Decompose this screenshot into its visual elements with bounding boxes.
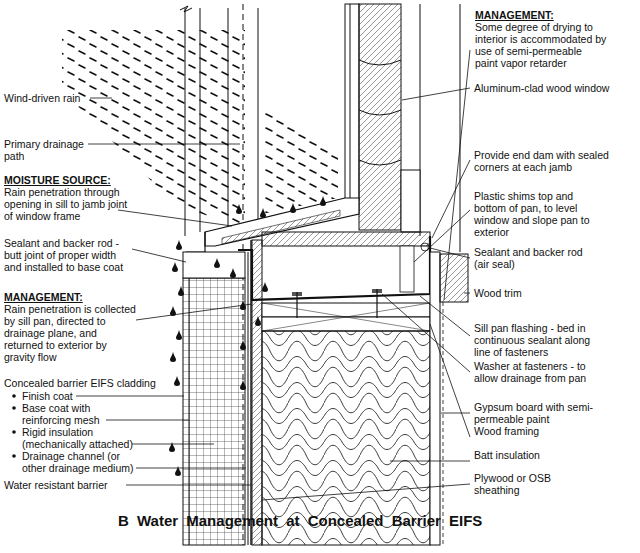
bullet xyxy=(12,406,16,410)
callout-label: Batt insulation xyxy=(474,449,624,461)
callout-label: Gypsum board with semi-permeable paint xyxy=(474,401,594,425)
callout-label: Finish coat xyxy=(22,390,132,402)
bullet xyxy=(12,430,16,434)
callout-label: Rain penetration is collected by sill pa… xyxy=(4,303,136,363)
callout-label: Plastic shims top and bottom of pan, to … xyxy=(474,190,602,238)
callout-label: Wood trim xyxy=(474,287,624,299)
callout-label: Wind-driven rain xyxy=(4,92,124,104)
callout-label: Washer at fasteners - to allow drainage … xyxy=(474,360,610,384)
callout-label: Sealant and backer rod (air seal) xyxy=(474,246,584,270)
bullet xyxy=(12,394,16,398)
callout-label: Some degree of drying to interior is acc… xyxy=(475,21,607,69)
heading-label: MANAGEMENT: xyxy=(4,291,124,303)
callout-label: Base coat with reinforcing mesh xyxy=(22,402,112,426)
callout-label: Aluminum-clad wood window xyxy=(474,82,634,94)
bullet xyxy=(12,454,16,458)
callout-label: Wood framing xyxy=(474,425,624,437)
callout-label: Provide end dam with sealed corners at e… xyxy=(474,149,634,173)
heading-label: MANAGEMENT: xyxy=(475,9,625,21)
callout-label: Sill pan flashing - bed in continuous se… xyxy=(474,322,602,358)
callout-label: Rain penetration through opening in sill… xyxy=(4,186,130,222)
callout-label: Drainage channel (or other drainage medi… xyxy=(22,450,140,474)
callout-label: Plywood or OSB sheathing xyxy=(474,472,574,496)
heading-label: MOISTURE SOURCE: xyxy=(4,174,144,186)
figure-caption: B Water Management at Concealed Barrier … xyxy=(118,512,482,529)
callout-label: Sealant and backer rod - butt joint of p… xyxy=(4,237,134,273)
callout-label: Rigid insulation (mechanically attached) xyxy=(22,426,140,450)
callout-label: Concealed barrier EIFS cladding xyxy=(4,377,179,389)
callout-label: Primary drainage path xyxy=(4,138,88,162)
callout-label: Water resistant barrier xyxy=(4,479,154,491)
